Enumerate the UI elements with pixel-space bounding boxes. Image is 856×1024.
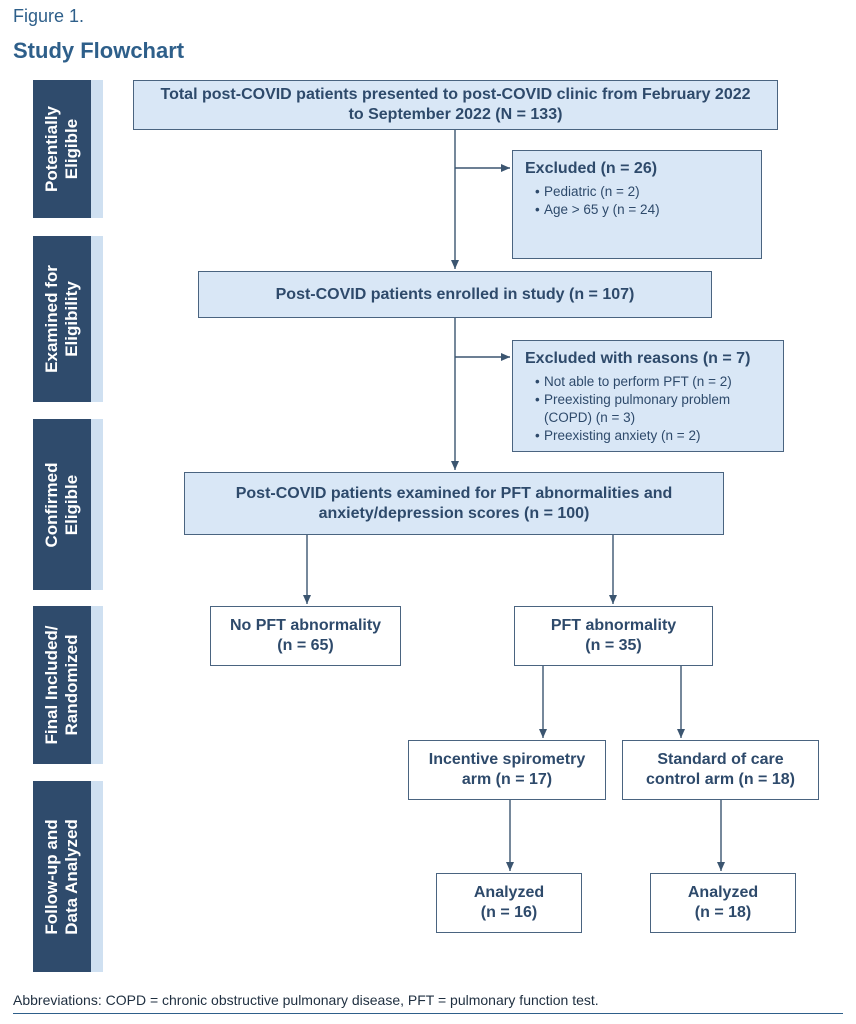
box-no-pft-abnormality: No PFT abnormality (n = 65) — [210, 606, 401, 666]
box-line: PFT abnormality — [550, 617, 677, 634]
exclusion-list: Not able to perform PFT (n = 2) Preexist… — [525, 373, 765, 445]
box-line: (n = 16) — [480, 904, 538, 921]
box-line: to September 2022 (N = 133) — [348, 106, 563, 123]
list-item: Pediatric (n = 2) — [535, 183, 660, 201]
stage-potentially-eligible: Potentially Eligible — [33, 80, 103, 218]
box-excluded-7: Excluded with reasons (n = 7) Not able t… — [512, 340, 784, 452]
box-line: Post-COVID patients enrolled in study (n… — [275, 285, 635, 303]
stage-confirmed-eligible: Confirmed Eligible — [33, 419, 103, 590]
box-line: No PFT abnormality — [229, 617, 382, 634]
box-line: (n = 18) — [694, 904, 752, 921]
box-line: Analyzed — [687, 884, 759, 901]
list-item: Preexisting anxiety (n = 2) — [535, 427, 765, 445]
figure-title: Study Flowchart — [13, 38, 185, 63]
box-line: Incentive spirometry — [428, 751, 586, 768]
list-item: Age > 65 y (n = 24) — [535, 201, 660, 219]
box-line: Standard of care — [657, 751, 784, 768]
box-standard-of-care-arm: Standard of care control arm (n = 18) — [622, 740, 819, 800]
box-line: (n = 35) — [585, 637, 642, 654]
box-line: anxiety/depression scores (n = 100) — [318, 504, 590, 522]
box-analyzed-right: Analyzed (n = 18) — [650, 873, 796, 933]
box-total-patients: Total post-COVID patients presented to p… — [133, 80, 778, 130]
list-item: Not able to perform PFT (n = 2) — [535, 373, 765, 391]
stage-follow-up-data-analyzed: Follow-up and Data Analyzed — [33, 781, 103, 972]
box-line: Post-COVID patients examined for PFT abn… — [235, 484, 673, 502]
box-enrolled: Post-COVID patients enrolled in study (n… — [198, 271, 712, 318]
stage-final-included-randomized: Final Included/ Randomized — [33, 606, 103, 764]
box-analyzed-left: Analyzed (n = 16) — [436, 873, 582, 933]
box-line: Total post-COVID patients presented to p… — [160, 86, 751, 103]
box-line: arm (n = 17) — [461, 771, 553, 788]
box-heading: Excluded with reasons (n = 7) — [525, 350, 751, 367]
stage-examined-for-eligibility: Examined for Eligibility — [33, 236, 103, 402]
box-examined: Post-COVID patients examined for PFT abn… — [184, 472, 724, 535]
box-line: Analyzed — [473, 884, 545, 901]
exclusion-list: Pediatric (n = 2) Age > 65 y (n = 24) — [525, 183, 660, 219]
box-line: (n = 65) — [277, 637, 334, 654]
box-pft-abnormality: PFT abnormality (n = 35) — [514, 606, 713, 666]
bottom-rule — [13, 1013, 843, 1014]
box-line: control arm (n = 18) — [646, 771, 795, 788]
list-item: Preexisting pulmonary problem (COPD) (n … — [535, 391, 765, 427]
figure-label: Figure 1. — [13, 6, 85, 26]
box-heading: Excluded (n = 26) — [525, 160, 658, 177]
abbreviations-footnote: Abbreviations: COPD = chronic obstructiv… — [13, 992, 599, 1008]
box-incentive-spirometry-arm: Incentive spirometry arm (n = 17) — [408, 740, 606, 800]
box-excluded-26: Excluded (n = 26) Pediatric (n = 2) Age … — [512, 150, 762, 259]
